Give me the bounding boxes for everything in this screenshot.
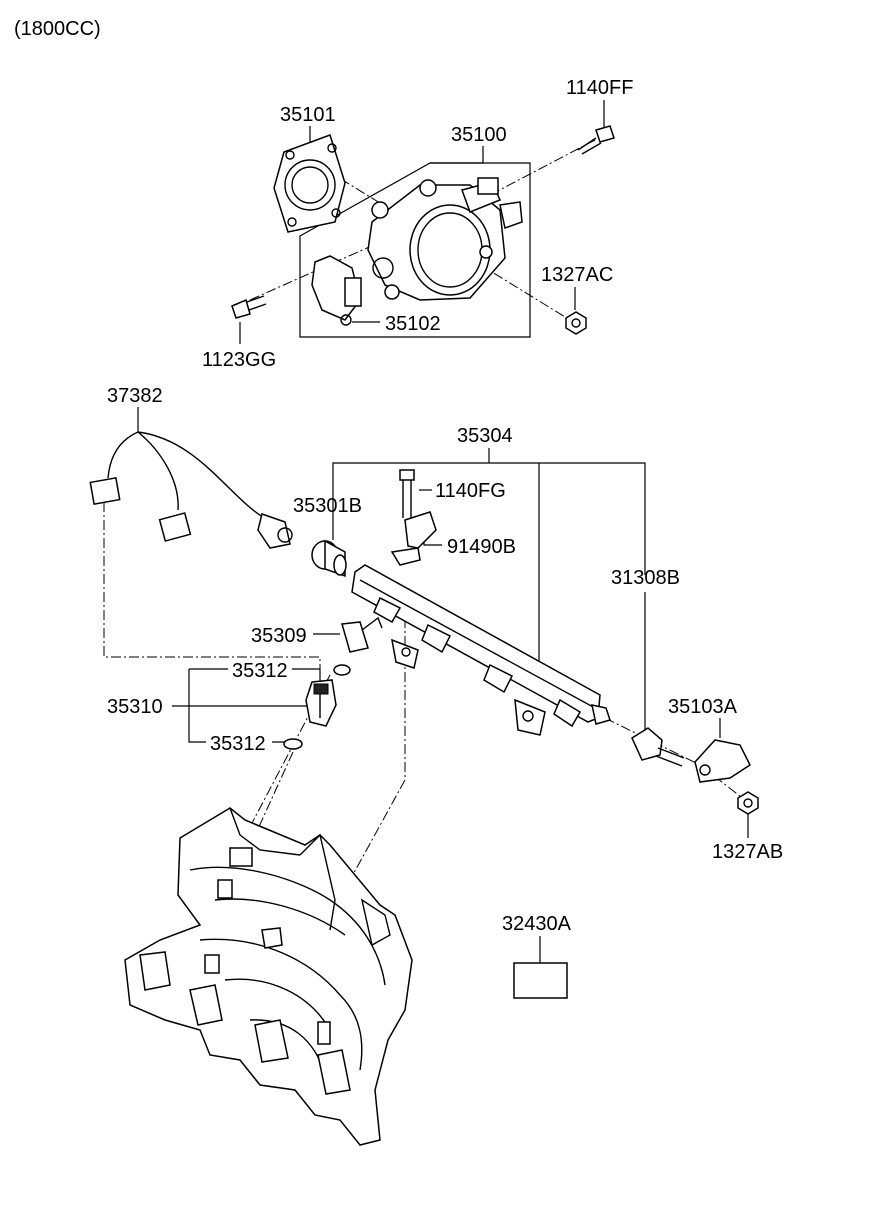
bracket-91490B[interactable] xyxy=(390,511,437,566)
variant-label: (1800CC) xyxy=(14,18,101,40)
o-ring-35312-upper[interactable] xyxy=(333,664,351,676)
part-label-1140FG[interactable]: 1140FG xyxy=(435,480,506,502)
nut-1327AC[interactable] xyxy=(565,311,587,335)
part-label-35309[interactable]: 35309 xyxy=(251,625,307,647)
damper-31308B[interactable] xyxy=(631,727,685,767)
part-label-35100[interactable]: 35100 xyxy=(451,124,507,146)
throttle-body-35100[interactable] xyxy=(367,177,523,301)
throttle-body-group xyxy=(231,125,615,338)
part-label-35312-lower[interactable]: 35312 xyxy=(210,733,266,755)
gasket-35101[interactable] xyxy=(273,134,346,233)
part-box-32430A[interactable] xyxy=(513,936,568,999)
part-label-35301B[interactable]: 35301B xyxy=(293,495,362,517)
bolt-1140FG[interactable] xyxy=(399,469,415,518)
part-label-1123GG[interactable]: 1123GG xyxy=(202,349,276,371)
injector-35310[interactable] xyxy=(305,679,337,727)
bolt-1123GG[interactable] xyxy=(231,295,267,319)
part-label-35102[interactable]: 35102 xyxy=(385,313,441,335)
part-label-1140FF[interactable]: 1140FF xyxy=(566,77,633,99)
tps-sensor-35102[interactable] xyxy=(311,255,362,326)
part-label-35101[interactable]: 35101 xyxy=(280,104,336,126)
part-label-1327AC[interactable]: 1327AC xyxy=(541,264,613,286)
fuel-rail-group xyxy=(283,469,759,815)
part-label-32430A[interactable]: 32430A xyxy=(502,913,572,935)
part-label-31308B[interactable]: 31308B xyxy=(611,567,680,589)
part-label-37382[interactable]: 37382 xyxy=(107,385,163,407)
wiring-harness-37382[interactable] xyxy=(89,431,293,549)
part-label-35103A[interactable]: 35103A xyxy=(668,696,738,718)
part-label-35310[interactable]: 35310 xyxy=(107,696,163,718)
intake-manifold[interactable] xyxy=(124,807,413,1146)
part-label-35304[interactable]: 35304 xyxy=(457,425,513,447)
fuel-rail-35304[interactable] xyxy=(351,564,611,736)
bolt-1140FF[interactable] xyxy=(577,125,615,155)
nut-1327AB[interactable] xyxy=(737,791,759,815)
regulator-35301B[interactable] xyxy=(311,539,347,578)
bracket-35103A[interactable] xyxy=(694,739,751,783)
clip-35309[interactable] xyxy=(341,616,383,653)
part-label-35312-upper[interactable]: 35312 xyxy=(232,660,288,682)
part-label-1327AB[interactable]: 1327AB xyxy=(712,841,783,863)
part-label-91490B[interactable]: 91490B xyxy=(447,536,516,558)
assembly-box xyxy=(299,162,531,338)
o-ring-35312-lower[interactable] xyxy=(283,738,303,750)
